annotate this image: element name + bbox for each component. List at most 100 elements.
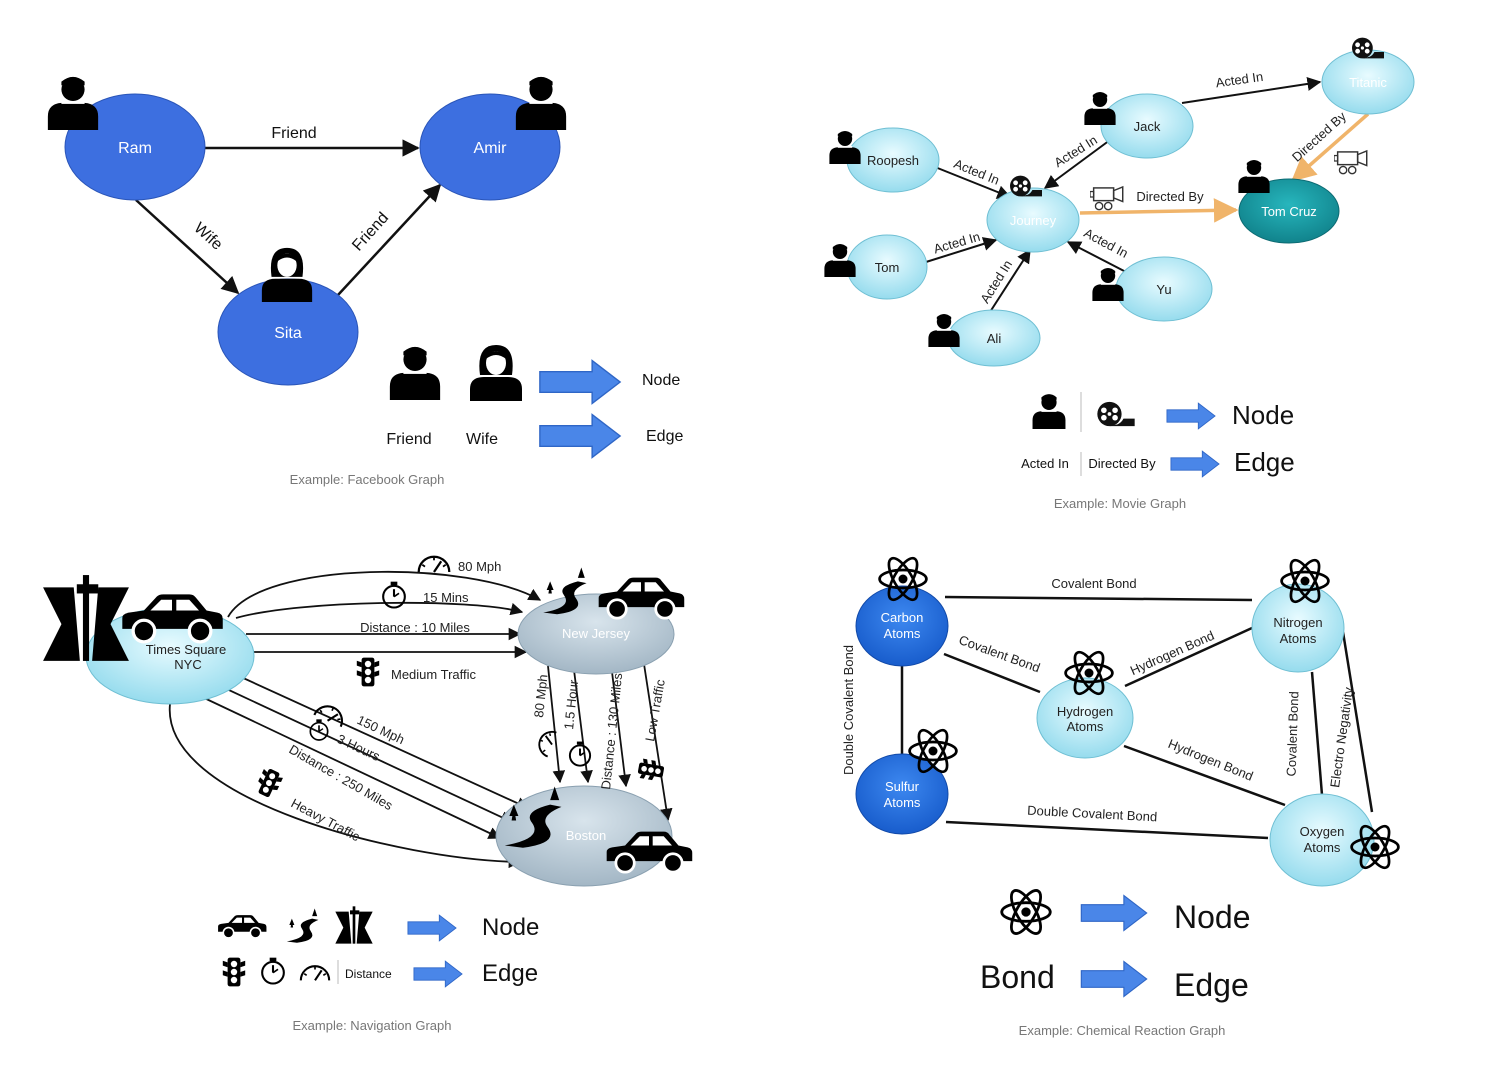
node-tomcruz [1238,178,1340,244]
legend-edge-arrow-icon [1170,450,1220,478]
edge-label-nyc-nj-speed: 80 Mph [458,559,501,574]
edge-label-ram-amir: Friend [271,125,316,142]
node-label-oxygen-line1: Oxygen [1300,824,1345,839]
legend-edge-label: Edge [1234,447,1295,477]
movie-camera-icon [1334,150,1368,175]
legend-road-icon [286,908,319,943]
edge-nj-boston-traffic [643,663,673,822]
node-label-oxygen-line2: Atoms [1304,840,1341,855]
speedometer-icon [534,727,558,758]
node-label-carbon-line1: Carbon [881,610,924,625]
node-label-sita: Sita [274,325,302,342]
node-label-sulfur-line2: Atoms [884,795,921,810]
legend-friend-label: Friend [386,431,431,448]
speedometer-icon [417,555,451,574]
legend-directed-by-label: Directed By [1088,456,1156,471]
edge-label-carbon-sulfur: Double Covalent Bond [841,645,856,775]
city-landmark-icon [43,575,129,661]
node-label-amir: Amir [474,140,508,157]
legend-node-label: Node [1232,400,1294,430]
legend-stopwatch-icon [261,956,285,985]
edge-nj-boston-distance [611,671,631,788]
edge-roopesh-journey [934,166,1012,199]
edge-hydrogen-oxygen [1123,744,1286,807]
legend-edge-label: Edge [482,960,538,987]
caption-movie: Example: Movie Graph [1054,496,1186,511]
legend-atom-icon [1000,884,1052,940]
node-label-yu: Yu [1156,282,1171,297]
edge-titanic-tomcruz [1291,112,1370,182]
edge-nyc-boston-speed [229,671,530,810]
legend-node-label: Node [642,372,680,389]
node-label-jack: Jack [1134,119,1161,134]
edge-label-sulfur-oxygen: Double Covalent Bond [1027,803,1158,825]
movie-graph: Acted In Acted In Acted In Directed By D… [824,37,1415,511]
legend-speedometer-icon [299,965,331,982]
legend-film-reel-icon [1097,401,1135,427]
film-reel-icon [1352,37,1384,59]
edge-label-hydrogen-nitrogen: Hydrogen Bond [1128,628,1217,678]
node-sulfur [855,753,949,835]
legend-node-arrow-icon [1080,894,1148,932]
edge-ali-journey [989,248,1031,313]
node-label-roopesh: Roopesh [867,153,919,168]
legend-city-landmark-icon [335,906,373,944]
edge-ram-sita [135,199,240,295]
edge-label-nitrogen-oxygen-b: Electro Negativity [1327,686,1356,789]
node-jack [1100,93,1194,159]
edge-label-nj-boston-time: 1.5 Hour [561,678,581,730]
edge-label-carbon-hydrogen: Covalent Bond [957,632,1042,675]
stopwatch-icon [568,740,592,767]
edge-label-ram-sita: Wife [190,220,225,254]
node-label-boston: Boston [566,828,606,843]
node-label-sulfur-line1: Sulfur [885,779,920,794]
node-label-journey: Journey [1010,213,1057,228]
edge-yu-journey [1066,241,1127,273]
edge-nitrogen-oxygen-a [1310,671,1324,796]
node-label-nyc-line1: Times Square [146,642,226,657]
edge-nitrogen-oxygen-b [1341,631,1374,813]
legend-acted-in-label: Acted In [1021,456,1069,471]
node-label-nitrogen-line2: Atoms [1280,631,1317,646]
legend-car-icon [217,914,268,939]
legend-person-icon [389,346,441,400]
film-reel-icon [1010,175,1042,197]
caption-chemical: Example: Chemical Reaction Graph [1019,1023,1226,1038]
caption-facebook: Example: Facebook Graph [290,472,445,487]
node-label-hydrogen-line2: Atoms [1067,719,1104,734]
node-label-carbon-line2: Atoms [884,626,921,641]
edge-sita-amir [337,183,442,296]
legend-wife-label: Wife [466,431,498,448]
edge-nyc-boston-traffic [169,703,522,869]
edge-carbon-hydrogen [943,652,1041,694]
facebook-graph: Friend Wife Friend Ram Amir Sita Friend … [47,76,683,487]
edge-label-nyc-boston-time: 3 Hours [335,731,383,764]
edge-label-nj-boston-traffic: Low Traffic [642,678,668,743]
edge-label-sita-amir: Friend [349,209,392,254]
node-carbon [855,585,949,667]
legend-distance-label: Distance [345,967,392,981]
edge-jack-journey [1043,139,1111,189]
woman-icon [261,247,313,302]
legend-node-arrow-icon [1166,402,1216,430]
node-label-tomcruz: Tom Cruz [1261,204,1317,219]
edge-label-nj-boston-distance: Distance : 130 Miles [598,672,625,790]
legend-woman-icon [470,345,522,401]
navigation-graph: Times Square NYC New Jersey Boston 80 Mp… [43,555,694,1033]
legend-edge-label: Edge [646,428,683,445]
chemical-graph: Covalent Bond Covalent Bond Hydrogen Bon… [841,552,1400,1038]
edge-carbon-nitrogen [944,595,1253,602]
person-icon [47,76,99,130]
edge-nyc-boston-time [215,683,514,823]
edge-nyc-nj-speed [227,570,542,618]
edge-sulfur-oxygen [945,820,1269,840]
edge-tom-journey [925,237,998,263]
edge-jack-titanic [1181,76,1322,104]
node-nitrogen [1251,583,1345,673]
traffic-light-icon [356,657,380,687]
node-label-nyc-line2: NYC [174,657,201,672]
node-label-nitrogen-line1: Nitrogen [1273,615,1322,630]
legend-person-icon [1032,394,1066,429]
legend-bond-label: Bond [980,959,1055,995]
